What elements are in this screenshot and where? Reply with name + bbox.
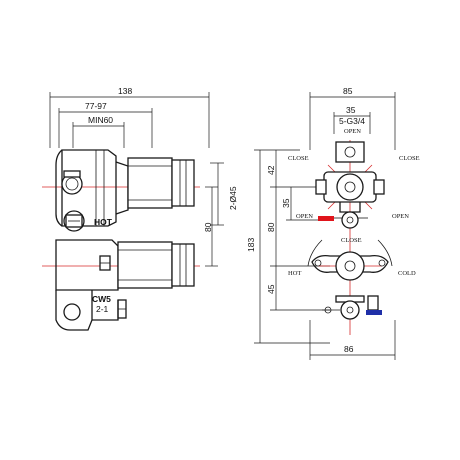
lower-outlet [322, 295, 382, 320]
side-view: 138 77-97 MIN60 2-Ø45 80 [42, 86, 238, 331]
label-open-right: OPEN [392, 213, 409, 220]
dim-35: 35 [281, 198, 291, 208]
hot-indicator-upper [318, 216, 334, 221]
thread-size: 5-G3/4 [339, 116, 365, 126]
label-hot: HOT [94, 217, 113, 227]
cold-indicator [366, 310, 382, 315]
dim-diameter: 2-Ø45 [228, 186, 238, 210]
dim-45: 45 [266, 284, 276, 294]
dim-80: 80 [266, 222, 276, 232]
label-close-left: CLOSE [288, 155, 309, 162]
upper-diverter [315, 141, 385, 213]
side-dimensions: 138 77-97 MIN60 2-Ø45 80 [49, 86, 238, 267]
dim-spacing: 80 [203, 222, 213, 232]
label-cold-front: COLD [398, 270, 416, 277]
label-cw-sub: 2-1 [96, 304, 109, 314]
label-close-right: CLOSE [399, 155, 420, 162]
valve-body-side: HOT CW5 2-1 [55, 149, 195, 331]
label-cw: CW5 [92, 294, 111, 304]
dim-overall: 138 [118, 86, 132, 96]
dim-183: 183 [246, 238, 256, 252]
label-hot-front: HOT [288, 270, 301, 277]
dim-42: 42 [266, 165, 276, 175]
label-close-mid: CLOSE [341, 237, 362, 244]
dim-top-width: 85 [343, 86, 353, 96]
label-open-left: OPEN [296, 213, 313, 220]
thermostatic-body [307, 239, 393, 281]
dim-inner-width: 35 [346, 105, 356, 115]
dim-range: 77-97 [85, 101, 107, 111]
label-open-top: OPEN [344, 128, 361, 135]
front-view: 85 35 5-G3/4 OPEN 183 42 35 80 45 86 [246, 86, 420, 360]
upper-outlet [341, 211, 359, 229]
dim-min: MIN60 [88, 115, 113, 125]
dim-bottom-width: 86 [344, 344, 354, 354]
